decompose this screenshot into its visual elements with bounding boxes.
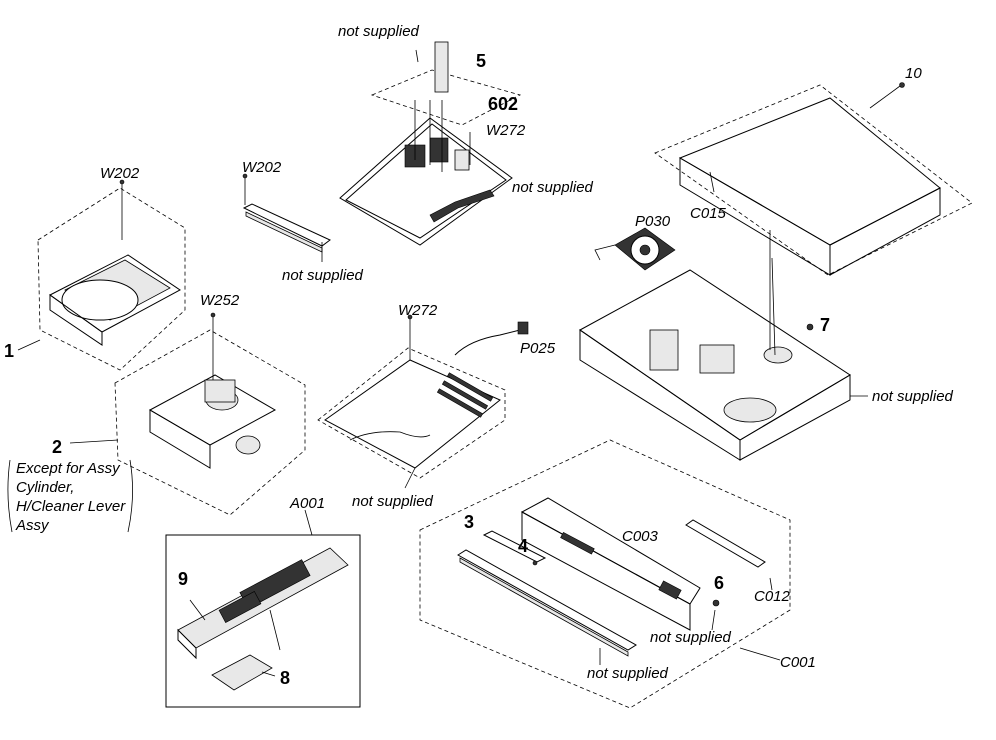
label-part-9: 9	[178, 569, 188, 589]
part-5-card	[434, 41, 449, 93]
main-board-assembly	[339, 41, 522, 246]
label-a001: A001	[289, 495, 325, 512]
label-c001: C001	[780, 654, 816, 671]
label-part-8: 8	[280, 668, 290, 688]
deck-mechanism-2	[7, 312, 306, 533]
label-part-602: 602	[488, 94, 518, 114]
top-cover-c015	[654, 82, 973, 276]
front-panel-c001	[419, 439, 791, 709]
label-p025: P025	[520, 340, 556, 357]
power-board	[317, 314, 529, 489]
label-part-6: 6	[714, 573, 724, 593]
label-part-5: 5	[476, 51, 486, 71]
deck-mechanism-1	[17, 179, 186, 371]
label-not-supplied-power: not supplied	[352, 493, 434, 510]
label-part-1: 1	[4, 341, 14, 361]
note-line-3: H/Cleaner Lever	[16, 498, 126, 515]
a001-frame	[165, 534, 361, 708]
label-part-4: 4	[518, 536, 528, 556]
label-w202-deck: W202	[100, 165, 140, 182]
note-line-1: Except for Assy	[16, 460, 121, 477]
note-line-2: Cylinder,	[16, 479, 74, 496]
label-w272-mid: W272	[398, 302, 438, 319]
heatsink	[436, 372, 494, 418]
label-not-supplied-strip: not supplied	[587, 665, 669, 682]
bracket-w202	[242, 173, 331, 262]
note-line-4: Assy	[15, 517, 50, 534]
label-not-supplied-board: not supplied	[512, 179, 594, 196]
label-part-2: 2	[52, 437, 62, 457]
remote-control-box	[165, 509, 361, 708]
label-not-supplied-chassis: not supplied	[872, 388, 954, 405]
label-p030: P030	[635, 213, 671, 230]
label-c015: C015	[690, 205, 727, 222]
label-part-10: 10	[905, 65, 922, 82]
callout-labels: not supplied 5 602 W272 not supplied W20…	[4, 23, 954, 688]
label-w202-bracket: W202	[242, 159, 282, 176]
label-c003: C003	[622, 528, 659, 545]
fan-p030	[594, 227, 676, 271]
label-part-7: 7	[820, 315, 830, 335]
label-not-supplied-panel: not supplied	[650, 629, 732, 646]
label-w252: W252	[200, 292, 240, 309]
label-w272-top: W272	[486, 122, 526, 139]
label-not-supplied-top: not supplied	[338, 23, 420, 40]
label-part-3: 3	[464, 512, 474, 532]
chassis	[579, 230, 868, 461]
label-c012: C012	[754, 588, 791, 605]
label-not-supplied-bracket: not supplied	[282, 267, 364, 284]
